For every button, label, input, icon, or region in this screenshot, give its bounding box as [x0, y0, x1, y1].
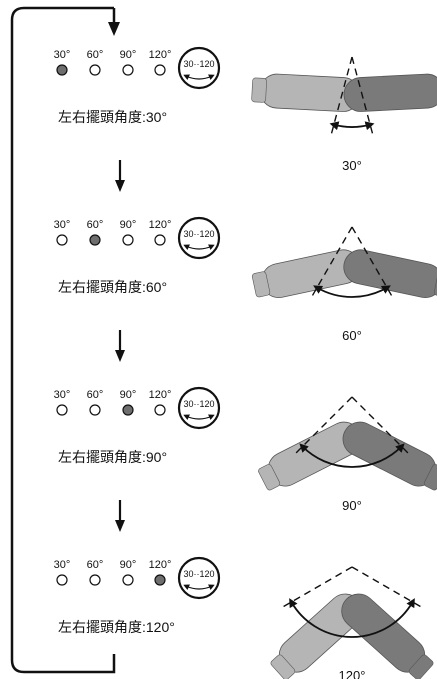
indicator-led-off — [56, 404, 68, 416]
indicator-led-off — [56, 574, 68, 586]
fan-head-right — [343, 249, 437, 298]
angle-arc — [299, 443, 405, 468]
indicator-led-off — [154, 234, 166, 246]
angle-label: 90° — [342, 498, 362, 513]
angle-caption: 左右擺頭角度:120° — [58, 619, 175, 635]
swing-button[interactable]: 30··120 — [177, 386, 221, 430]
swing-arrow-icon — [183, 414, 215, 420]
indicator-label: 90° — [120, 219, 137, 231]
indicator-led-off — [89, 64, 101, 76]
indicator-label: 30° — [54, 219, 71, 231]
angle-caption: 左右擺頭角度:90° — [58, 449, 167, 465]
indicator-led-off — [154, 64, 166, 76]
indicator-label: 60° — [87, 559, 104, 571]
swing-button-label: 30··120 — [183, 59, 214, 69]
swing-button[interactable]: 30··120 — [177, 216, 221, 260]
step-3: 30° 60° 90° 120° 30··120 左右擺頭角度:90° 90° — [54, 386, 437, 513]
indicator-label: 120° — [149, 219, 172, 231]
angle-arc — [313, 285, 391, 298]
fan-head-left — [251, 73, 361, 112]
fan-illustration: 120° — [270, 566, 434, 679]
indicator-label: 120° — [149, 49, 172, 61]
step-arrow — [115, 330, 125, 362]
indicator-label: 60° — [87, 49, 104, 61]
fan-head-right — [343, 73, 437, 112]
indicator-label: 30° — [54, 49, 71, 61]
swing-button[interactable]: 30··120 — [177, 556, 221, 600]
fan-illustration: 90° — [258, 396, 437, 513]
fan-head-right — [342, 421, 437, 491]
swing-button[interactable]: 30··120 — [177, 46, 221, 90]
cycle-loop-line — [10, 6, 116, 674]
sweep-line-right — [351, 56, 374, 135]
step-1: 30° 60° 90° 120° 30··120 左右擺頭角度:30° 30° — [54, 46, 437, 173]
indicator-led-on — [56, 64, 68, 76]
swing-arrow-icon — [183, 244, 215, 250]
indicator-label: 90° — [120, 559, 137, 571]
fan-head-right — [341, 593, 434, 679]
indicator-label: 90° — [120, 49, 137, 61]
indicator-led-off — [154, 404, 166, 416]
step-arrow — [115, 500, 125, 532]
step-2: 30° 60° 90° 120° 30··120 左右擺頭角度:60° 60° — [54, 216, 437, 343]
angle-label: 60° — [342, 328, 362, 343]
angle-caption: 左右擺頭角度:30° — [58, 109, 167, 125]
sweep-line-left — [311, 226, 353, 297]
indicator-label: 60° — [87, 389, 104, 401]
indicator-led-on — [89, 234, 101, 246]
indicator-label: 120° — [149, 559, 172, 571]
indicator-led-off — [89, 404, 101, 416]
indicator-label: 60° — [87, 219, 104, 231]
angle-arc — [329, 121, 375, 131]
indicator-led-on — [122, 404, 134, 416]
cycle-loop-arrowhead — [108, 22, 120, 36]
indicator-led-off — [89, 574, 101, 586]
swing-arrow-icon — [183, 74, 215, 80]
swing-button-label: 30··120 — [183, 229, 214, 239]
fan-illustration: 60° — [251, 226, 437, 343]
step-4: 30° 60° 90° 120° 30··120 左右擺頭角度:120° 120° — [54, 556, 434, 679]
sweep-line-left — [330, 56, 353, 135]
indicator-led-off — [122, 64, 134, 76]
swing-button-label: 30··120 — [183, 399, 214, 409]
sweep-line-right — [351, 226, 393, 297]
swing-button-label: 30··120 — [183, 569, 214, 579]
indicator-label: 90° — [120, 389, 137, 401]
angle-label: 30° — [342, 158, 362, 173]
fan-head-left — [258, 421, 362, 491]
angle-arc — [289, 598, 415, 638]
angle-caption: 左右擺頭角度:60° — [58, 279, 167, 295]
fan-illustration: 30° — [251, 56, 437, 173]
indicator-led-off — [122, 574, 134, 586]
indicator-label: 30° — [54, 559, 71, 571]
angle-label: 120° — [339, 668, 366, 679]
indicator-led-off — [122, 234, 134, 246]
indicator-led-off — [56, 234, 68, 246]
indicator-label: 30° — [54, 389, 71, 401]
indicator-label: 120° — [149, 389, 172, 401]
swing-arrow-icon — [183, 584, 215, 590]
indicator-led-on — [154, 574, 166, 586]
step-arrow — [115, 160, 125, 192]
